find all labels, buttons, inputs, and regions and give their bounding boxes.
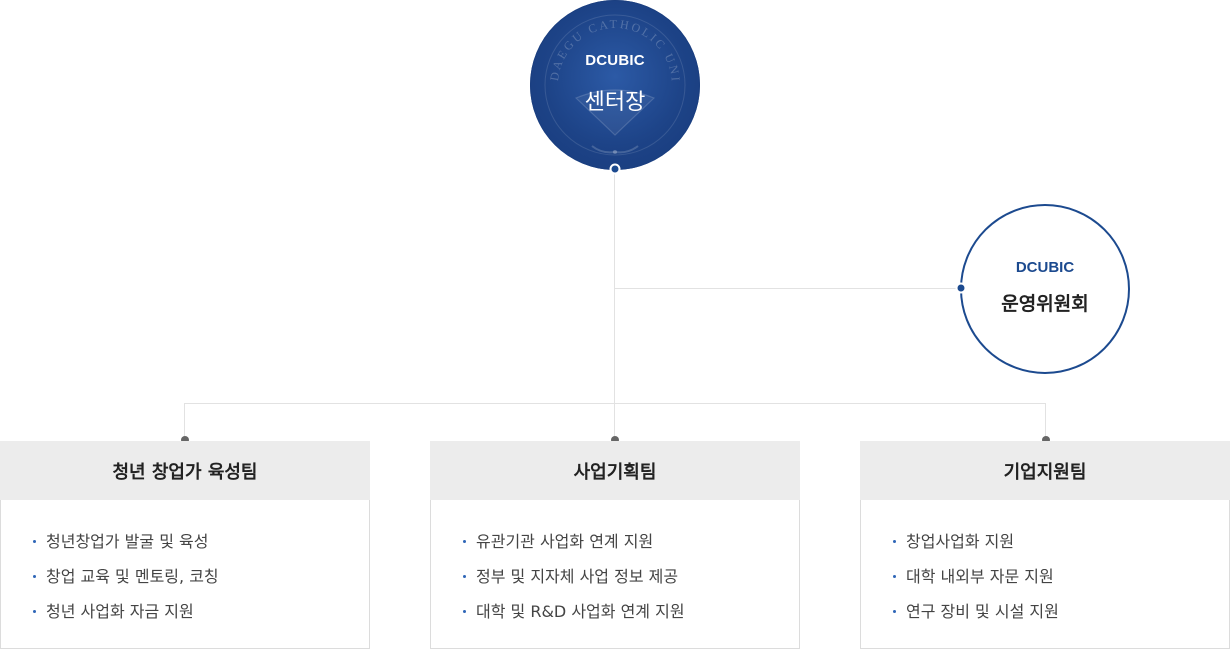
director-node: DAEGU CATHOLIC UNIVERSITY DCUBIC 센터장: [530, 0, 700, 170]
team-right-drop-line: [1045, 403, 1046, 440]
team-connector-dot: [1042, 436, 1050, 444]
team-body: 창업사업화 지원 대학 내외부 자문 지원 연구 장비 및 시설 지원: [860, 500, 1230, 649]
svg-text:DAEGU CATHOLIC UNIVERSITY: DAEGU CATHOLIC UNIVERSITY: [530, 0, 683, 84]
committee-brand: DCUBIC: [1015, 259, 1075, 276]
team-connector-dot: [611, 436, 619, 444]
teams-horizontal-line: [184, 403, 1046, 404]
director-connector-dot: [609, 163, 621, 175]
main-vertical-line: [614, 170, 615, 440]
team-youth-startup: 청년 창업가 육성팀 청년창업가 발굴 및 육성 창업 교육 및 멘토링, 코칭…: [0, 441, 370, 650]
team-company-support: 기업지원팀 창업사업화 지원 대학 내외부 자문 지원 연구 장비 및 시설 지…: [860, 441, 1230, 650]
university-seal-icon: DAEGU CATHOLIC UNIVERSITY: [530, 0, 686, 156]
team-duty-list: 유관기관 사업화 연계 지원 정부 및 지자체 사업 정보 제공 대학 및 R&…: [463, 524, 799, 629]
team-duty-list: 청년창업가 발굴 및 육성 창업 교육 및 멘토링, 코칭 청년 사업화 자금 …: [33, 524, 369, 629]
list-item: 대학 및 R&D 사업화 연계 지원: [463, 594, 799, 629]
team-body: 청년창업가 발굴 및 육성 창업 교육 및 멘토링, 코칭 청년 사업화 자금 …: [0, 500, 370, 649]
list-item: 창업 교육 및 멘토링, 코칭: [33, 559, 369, 594]
team-connector-dot: [181, 436, 189, 444]
team-duty-list: 창업사업화 지원 대학 내외부 자문 지원 연구 장비 및 시설 지원: [893, 524, 1229, 629]
team-title: 청년 창업가 육성팀: [0, 441, 370, 500]
committee-connector-dot: [955, 282, 967, 294]
list-item: 대학 내외부 자문 지원: [893, 559, 1229, 594]
director-brand: DCUBIC: [585, 52, 645, 69]
committee-role: 운영위원회: [1001, 293, 1089, 315]
team-title: 사업기획팀: [430, 441, 800, 500]
director-role: 센터장: [584, 90, 646, 115]
committee-branch-line: [614, 288, 960, 289]
team-title: 기업지원팀: [860, 441, 1230, 500]
list-item: 창업사업화 지원: [893, 524, 1229, 559]
list-item: 정부 및 지자체 사업 정보 제공: [463, 559, 799, 594]
list-item: 연구 장비 및 시설 지원: [893, 594, 1229, 629]
list-item: 청년창업가 발굴 및 육성: [33, 524, 369, 559]
list-item: 청년 사업화 자금 지원: [33, 594, 369, 629]
team-body: 유관기관 사업화 연계 지원 정부 및 지자체 사업 정보 제공 대학 및 R&…: [430, 500, 800, 649]
team-business-planning: 사업기획팀 유관기관 사업화 연계 지원 정부 및 지자체 사업 정보 제공 대…: [430, 441, 800, 650]
list-item: 유관기관 사업화 연계 지원: [463, 524, 799, 559]
team-left-drop-line: [184, 403, 185, 440]
committee-node: DCUBIC 운영위원회: [960, 204, 1130, 374]
